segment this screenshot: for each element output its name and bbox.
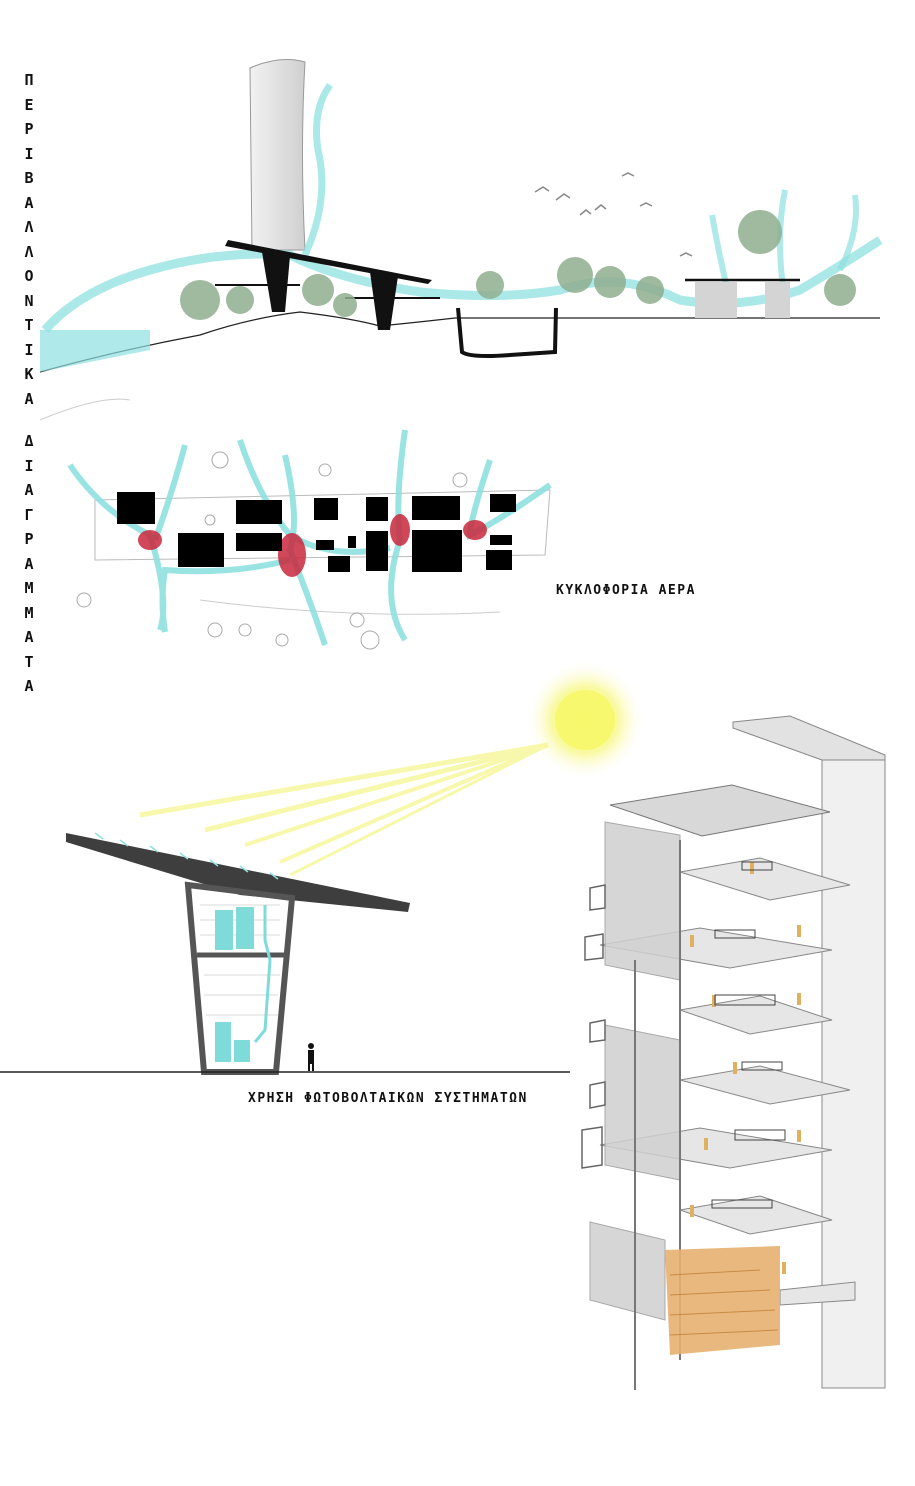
path-line xyxy=(39,398,501,615)
vertical-title-letter: Γ xyxy=(24,505,34,524)
caption-photovoltaic: ΧΡΗΣΗ ΦΩΤΟΒΟΛΤΑΙΚΩΝ ΣΥΣΤΗΜΑΤΩΝ xyxy=(248,1091,528,1106)
airflow-stream xyxy=(837,194,859,272)
photovoltaic-section xyxy=(0,660,645,1075)
vertical-title-letter: Β xyxy=(24,169,34,187)
vertical-title-letter: Α xyxy=(24,628,34,646)
stair-steps xyxy=(669,1269,779,1336)
vertical-title-letter: Μ xyxy=(24,603,34,622)
vertical-title-letter: Ο xyxy=(24,267,34,285)
sun-rays xyxy=(139,742,549,877)
people xyxy=(690,862,801,1274)
tree-circles xyxy=(76,451,468,650)
vertical-title-letter: Ι xyxy=(24,456,34,475)
birds xyxy=(534,172,693,257)
vertical-title-letter: Α xyxy=(24,193,34,212)
trees xyxy=(180,210,856,320)
person-figure xyxy=(308,1043,314,1071)
pv-roof xyxy=(66,833,410,912)
hot-zones xyxy=(138,514,487,577)
sun-core xyxy=(555,690,615,750)
roof-slab xyxy=(609,784,831,837)
vertical-title-letter: Τ xyxy=(24,316,34,334)
vertical-title-letter: Α xyxy=(24,554,34,573)
vertical-title-letter: Ν xyxy=(24,291,34,310)
equipment-duct xyxy=(253,905,272,1043)
vertical-title-letter: Δ xyxy=(24,432,34,450)
canopy-leg xyxy=(370,272,398,330)
canopy-leg xyxy=(262,252,290,312)
vertical-title-letter: Λ xyxy=(24,218,34,236)
vertical-title-letter: Ρ xyxy=(24,530,34,548)
site-section xyxy=(39,59,883,373)
balconies xyxy=(581,884,606,1169)
vertical-title-letter: Α xyxy=(24,481,34,499)
vertical-title-letter: Α xyxy=(24,389,34,408)
vertical-title-letter: Λ xyxy=(24,242,34,261)
pool xyxy=(40,330,150,372)
pv-panels xyxy=(94,832,279,880)
tall-tower xyxy=(249,59,306,251)
auditorium-stair xyxy=(665,1246,780,1355)
vertical-title-letter: Α xyxy=(24,677,34,695)
pavilion xyxy=(765,282,790,318)
furniture xyxy=(711,861,786,1209)
air-circulation-plan xyxy=(39,398,552,650)
water-basin xyxy=(456,307,558,358)
vertical-title-letter: Ι xyxy=(24,340,34,359)
equipment xyxy=(215,907,254,1062)
vertical-title-letter: Ε xyxy=(24,95,34,114)
canopy-roof xyxy=(225,240,432,284)
building-footprints xyxy=(117,492,516,572)
caption-air-circulation: ΚΥΚΛΟΦΟΡΙΑ ΑΕΡΑ xyxy=(556,583,696,598)
axonometric-tower xyxy=(581,715,886,1390)
airflow-stream xyxy=(41,236,883,333)
airflow-stream xyxy=(301,82,333,257)
pavilion xyxy=(695,282,737,318)
vertical-title-letter: Κ xyxy=(24,365,34,383)
vertical-title-letter: Ρ xyxy=(24,120,34,138)
vertical-title-letter: Π xyxy=(24,71,34,89)
vertical-title-letter: Ι xyxy=(24,144,34,163)
vertical-title-letter: Τ xyxy=(24,652,34,671)
vertical-title-letter: Μ xyxy=(24,579,34,597)
